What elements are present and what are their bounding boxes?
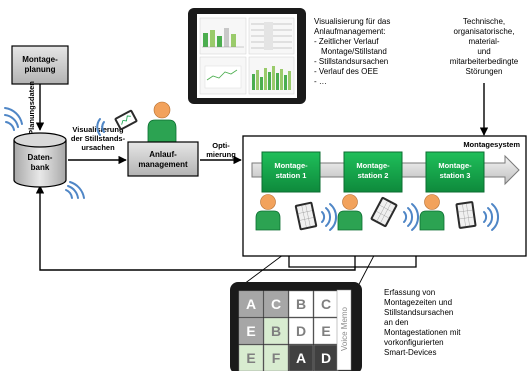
assembly-station-1: Montage- station 1	[261, 151, 321, 193]
dashboard-chart-thumbnail	[248, 56, 295, 95]
worker-person-icon	[337, 194, 363, 231]
tablet-grid-letter: B	[271, 323, 281, 339]
visualization-annotation: Visualisierung für das Anlaufmanagement:…	[314, 17, 390, 86]
svg-text:organisatorische,: organisatorische,	[454, 27, 515, 36]
svg-text:- Zeitlicher Verlauf: - Zeitlicher Verlauf	[314, 37, 379, 46]
svg-text:ursachen: ursachen	[81, 143, 115, 152]
rampup-label-2: management	[138, 160, 188, 169]
dashboard-tablet	[188, 8, 306, 104]
connectors	[35, 83, 489, 291]
station-tablet-icon	[370, 197, 398, 227]
voice-memo-label: Voice Memo	[340, 306, 349, 351]
svg-text:mitarbeiterbedingte: mitarbeiterbedingte	[450, 57, 519, 66]
tablet-grid-letter: C	[271, 296, 281, 312]
svg-text:Montage-: Montage-	[274, 161, 308, 170]
station-tablet-icon	[294, 201, 318, 231]
svg-text:Montagestationen mit: Montagestationen mit	[384, 328, 461, 337]
wireless-icon	[483, 203, 499, 231]
wireless-icon	[403, 203, 419, 231]
tablet-grid-letter: E	[321, 323, 330, 339]
manager-person-icon	[147, 101, 177, 143]
tablet-grid-cell[interactable]	[263, 344, 289, 371]
station-tablet-icon	[455, 201, 477, 229]
database-label-2: bank	[31, 163, 50, 172]
assembly-station-3: Montage- station 3	[425, 151, 485, 193]
svg-text:station 1: station 1	[276, 171, 307, 180]
optimization-label: Opti- mierung	[206, 141, 236, 159]
svg-text:- Stillstandsursachen: - Stillstandsursachen	[314, 57, 388, 66]
svg-text:Montage/Stillstand: Montage/Stillstand	[321, 47, 387, 56]
station-feedback-line	[288, 256, 417, 268]
tablet-grid-letter: A	[246, 296, 256, 312]
tablet-grid-cell[interactable]	[238, 344, 264, 371]
svg-text:- …: - …	[314, 77, 327, 86]
wireless-icon	[321, 203, 337, 231]
database-label-1: Daten-	[28, 153, 53, 162]
svg-text:der Stillstands-: der Stillstands-	[71, 134, 126, 143]
svg-text:station 3: station 3	[440, 171, 471, 180]
svg-text:Montage-: Montage-	[356, 161, 390, 170]
planning-label-1: Montage-	[22, 55, 58, 64]
worker-person-icon	[419, 194, 445, 231]
assembly-system-title: Montagesystem	[463, 140, 520, 149]
tablet-grid-letter: E	[246, 350, 255, 366]
tablet-grid-cell[interactable]	[263, 317, 289, 345]
tablet-grid-letter: F	[272, 350, 281, 366]
rampup-label-1: Anlauf-	[149, 150, 177, 159]
tablet-grid-letter: E	[246, 323, 255, 339]
tablet-grid-cell[interactable]	[238, 317, 264, 345]
dashboard-chart-thumbnail	[199, 17, 247, 55]
planning-data-label: Planungsdaten	[27, 81, 36, 135]
svg-text:und: und	[477, 47, 490, 56]
dashboard-chart-thumbnail	[199, 56, 247, 95]
tablet-grid-cell[interactable]	[288, 317, 314, 345]
assembly-station-2: Montage- station 2	[343, 151, 403, 193]
svg-text:- Verlauf des OEE: - Verlauf des OEE	[314, 67, 378, 76]
planning-box: Montage- planung	[11, 45, 69, 85]
dashboard-table-thumbnail	[248, 17, 295, 55]
capture-annotation: Erfassung von Montagezeiten und Stillsta…	[384, 288, 461, 357]
tablet-grid-letter: A	[296, 350, 306, 366]
tablet-grid-cell[interactable]	[313, 344, 339, 371]
svg-text:Technische,: Technische,	[463, 17, 505, 26]
database-cylinder: Daten- bank	[13, 132, 67, 188]
tablet-grid-cell[interactable]	[288, 290, 314, 318]
svg-text:Störungen: Störungen	[466, 67, 503, 76]
wireless-icon	[96, 118, 105, 136]
svg-text:material-: material-	[468, 37, 499, 46]
tablet-grid-letter: D	[321, 350, 331, 366]
svg-text:Stillstandsursachen: Stillstandsursachen	[384, 308, 453, 317]
svg-text:station 2: station 2	[358, 171, 389, 180]
svg-text:Erfassung von: Erfassung von	[384, 288, 435, 297]
svg-text:mierung: mierung	[206, 150, 236, 159]
tablet-grid-cell[interactable]	[288, 344, 314, 371]
planning-label-2: planung	[24, 65, 55, 74]
tablet-grid-cell[interactable]	[238, 290, 264, 318]
tablet-grid-letter: B	[296, 296, 306, 312]
svg-text:an den: an den	[384, 318, 408, 327]
rampup-management-box: Anlauf- management	[127, 141, 199, 177]
feedback-to-database-arrow	[35, 185, 356, 271]
wireless-icon	[4, 107, 23, 131]
worker-person-icon	[255, 194, 281, 231]
disruptions-annotation: Technische, organisatorische, material- …	[450, 17, 519, 76]
tablet-grid-letter: D	[296, 323, 306, 339]
svg-text:Anlaufmanagement:: Anlaufmanagement:	[314, 27, 386, 36]
svg-text:Smart-Devices: Smart-Devices	[384, 348, 436, 357]
wireless-icon	[65, 181, 85, 199]
svg-text:Montage-: Montage-	[438, 161, 472, 170]
svg-text:Opti-: Opti-	[212, 141, 230, 150]
svg-text:Montagezeiten und: Montagezeiten und	[384, 298, 452, 307]
svg-text:Visualisierung für das: Visualisierung für das	[314, 17, 390, 26]
small-tablet-icon	[114, 109, 138, 131]
tablet-grid-letter: C	[321, 296, 331, 312]
svg-text:vorkonfigurierten: vorkonfigurierten	[384, 338, 444, 347]
tablet-grid-cell[interactable]	[263, 290, 289, 318]
